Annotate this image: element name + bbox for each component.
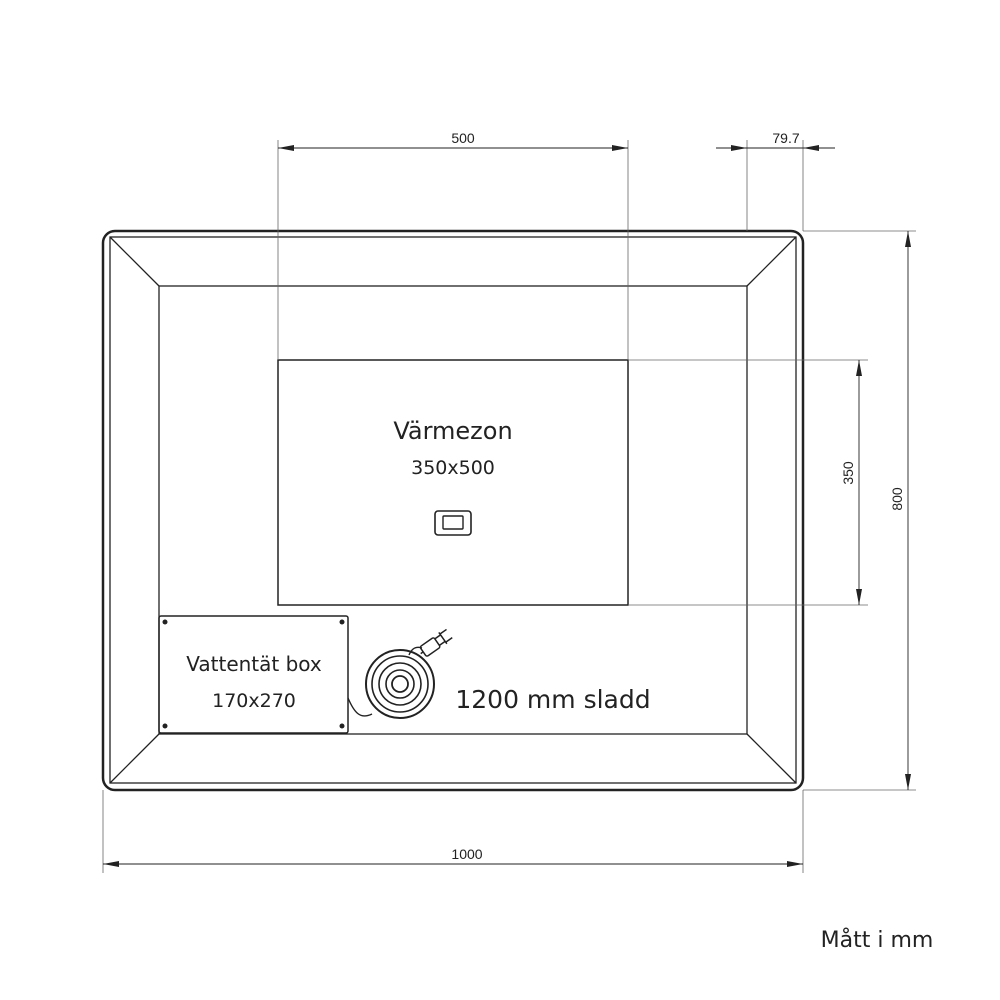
dimension-width-bottom-label: 1000 xyxy=(451,846,482,862)
dimension-height-inner: 350 xyxy=(840,360,862,605)
extension-lines xyxy=(102,140,916,873)
dimension-height-outer: 800 xyxy=(889,231,911,790)
plug-icon xyxy=(419,628,453,657)
dimension-width-bottom: 1000 xyxy=(103,846,803,867)
waterproof-box-size: 170x270 xyxy=(212,690,296,712)
waterproof-box-outline xyxy=(158,615,349,734)
dimension-offset-top-right-label: 79.7 xyxy=(772,130,799,146)
mirror-frame xyxy=(101,229,805,792)
switch-icon xyxy=(434,510,472,536)
dimension-height-inner-label: 350 xyxy=(840,461,856,485)
heat-zone: Värmezon 350x500 xyxy=(277,359,629,606)
dimension-width-top-label: 500 xyxy=(451,130,475,146)
dimension-width-top: 500 xyxy=(278,130,628,151)
waterproof-box: Vattentät box 170x270 xyxy=(158,615,349,734)
heat-zone-size: 350x500 xyxy=(411,457,495,479)
heat-zone-title: Värmezon xyxy=(393,417,512,445)
dimension-height-outer-label: 800 xyxy=(889,487,905,511)
dimension-offset-top-right: 79.7 xyxy=(716,130,835,151)
waterproof-box-title: Vattentät box xyxy=(186,652,322,676)
cable-coil-icon xyxy=(347,646,435,719)
units-note: Mått i mm xyxy=(821,927,934,953)
cable-length-label: 1200 mm sladd xyxy=(455,685,650,714)
heat-zone-outline xyxy=(277,359,629,606)
